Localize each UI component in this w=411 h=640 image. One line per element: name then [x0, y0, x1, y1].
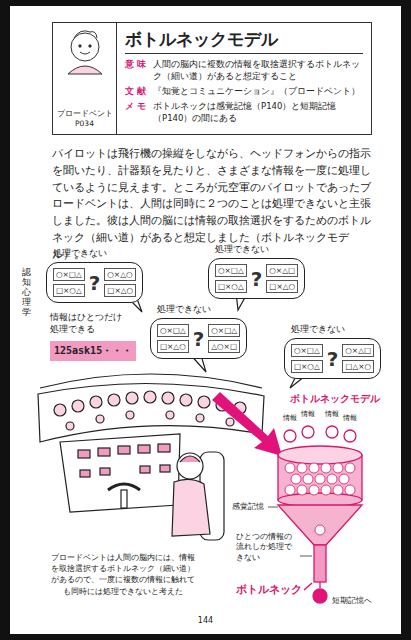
- info-text: ボトルネックは感覚記憶（P140）と短期記憶（P140）の間にある: [153, 101, 363, 125]
- label-wrap: 情報: [343, 414, 357, 423]
- label-wrap: 短期記憶へ: [332, 596, 372, 606]
- info-row: 文 献『知覚とコミュニケーション』（ブロードベント）: [125, 86, 363, 98]
- info-row: 意 味人間の脳内に複数の情報を取捨選択するボトルネック（細い道）があると想定する…: [125, 59, 363, 83]
- symbol-cell: ○×△□: [266, 264, 298, 277]
- question-mark: ?: [89, 273, 101, 293]
- question-mark: ?: [251, 269, 263, 289]
- symbol-cell: □×△○: [266, 280, 298, 293]
- symbol-cell: □×○△: [53, 284, 85, 297]
- bubble-heading: 処理できない: [291, 324, 345, 336]
- info-key: メ モ: [125, 101, 153, 125]
- part-label: ボトルネック: [236, 583, 302, 597]
- symbol-cell: □×○△: [291, 360, 323, 373]
- symbol-cell: □×△○: [157, 340, 189, 353]
- symbol-cell: □×○△: [215, 280, 247, 293]
- part-label: 短期記憶へ: [332, 596, 372, 606]
- symbol-cell: ○×△○: [104, 268, 136, 281]
- box-heading: 情報はひとつだけ処理できる: [50, 312, 130, 335]
- question-mark: ?: [193, 329, 205, 349]
- info-label: 情報: [283, 414, 297, 423]
- speech-bubble: 処理できない○×□△□×△○?○×□△△○×□: [150, 318, 247, 359]
- portrait-box: ブロードベントP034: [53, 23, 117, 134]
- page-number: 144: [0, 616, 411, 626]
- figure-note: ブロードベントは人間の脳内には、情報を取捨選択するボトルネック（細い道）があるの…: [48, 552, 198, 597]
- model-title: ボトルネックモデル: [290, 392, 380, 405]
- question-mark: ?: [327, 349, 339, 369]
- label-wrap: 情報: [283, 414, 297, 423]
- bubble-heading-wrap: 処理できない: [215, 244, 269, 256]
- part-note: ひとつの情報の流れしか処理できない: [236, 532, 298, 563]
- speech-bubble: 処理できない○×□△□×○△?○×△□□×△○: [208, 258, 305, 299]
- label-wrap: 感覚記憶: [232, 502, 264, 512]
- info-display: 125ask15・・・: [50, 341, 136, 361]
- info-label: 情報: [325, 410, 339, 419]
- page-title: ボトルネックモデル: [125, 28, 363, 54]
- bottleneck-funnel: [278, 426, 362, 603]
- info-label: 情報: [301, 410, 315, 419]
- symbol-cell: ○×□△: [208, 324, 240, 337]
- info-key: 意 味: [125, 59, 153, 83]
- speech-bubble: 処理できない○×□△□×○△?○×△○□×△○: [46, 262, 143, 303]
- info-text: 人間の脳内に複数の情報を取捨選択するボトルネック（細い道）があると想定すること: [153, 59, 363, 83]
- header-box: ブロードベントP034ボトルネックモデル意 味人間の脳内に複数の情報を取捨選択す…: [52, 22, 372, 135]
- bubble-heading: 処理できない: [157, 304, 211, 316]
- bubble-heading-wrap: 処理できない: [291, 324, 345, 336]
- flow-arrow: [212, 392, 282, 456]
- speech-bubble: 処理できない○×□△□×○△?○×△□□△×○: [284, 338, 381, 379]
- symbol-cell: ○×△□: [342, 344, 374, 357]
- label-wrap: ひとつの情報の流れしか処理できない: [236, 532, 298, 563]
- label-wrap: 144: [0, 616, 411, 626]
- label-wrap: 情報: [301, 410, 315, 419]
- part-label: 感覚記憶: [232, 502, 264, 512]
- info-label: 情報: [343, 414, 357, 423]
- label-wrap: ブロードベントは人間の脳内には、情報を取捨選択するボトルネック（細い道）があるの…: [48, 552, 198, 597]
- section-tab: 認知心理学: [22, 268, 31, 317]
- symbol-cell: □×△○: [104, 284, 136, 297]
- symbol-cell: △○×□: [208, 340, 240, 353]
- person-name: ブロードベント: [57, 109, 113, 119]
- label-wrap: ボトルネックモデル: [290, 392, 380, 405]
- symbol-cell: ○×□△: [53, 268, 85, 281]
- portrait-figure: [68, 31, 102, 74]
- bubble-heading-wrap: 処理できない: [157, 304, 211, 316]
- pilot-info: 情報はひとつだけ処理できる125ask15・・・: [50, 312, 130, 361]
- label-wrap: ボトルネック: [236, 583, 302, 597]
- bubble-heading: 処理できない: [215, 244, 269, 256]
- label-wrap: 情報: [325, 410, 339, 419]
- header-body: ボトルネックモデル意 味人間の脳内に複数の情報を取捨選択するボトルネック（細い道…: [117, 23, 371, 134]
- symbol-cell: □△×○: [342, 360, 374, 373]
- symbol-cell: ○×□△: [157, 324, 189, 337]
- body-text: パイロットは飛行機の操縦をしながら、ヘッドフォンからの指示を聞いたり、計器類を見…: [52, 145, 372, 263]
- info-text: 『知覚とコミュニケーション』（ブロードベント）: [153, 86, 363, 98]
- info-row: メ モボトルネックは感覚記憶（P140）と短期記憶（P140）の間にある: [125, 101, 363, 125]
- symbol-cell: ○×□△: [291, 344, 323, 357]
- label-wrap: パイロットは飛行機の操縦をしながら、ヘッドフォンからの指示を聞いたり、計器類を見…: [52, 145, 372, 263]
- page-ref: P034: [75, 119, 94, 129]
- label-wrap: 認知心理学: [22, 268, 31, 317]
- symbol-cell: ○×□△: [215, 264, 247, 277]
- info-key: 文 献: [125, 86, 153, 98]
- cockpit: [38, 374, 264, 540]
